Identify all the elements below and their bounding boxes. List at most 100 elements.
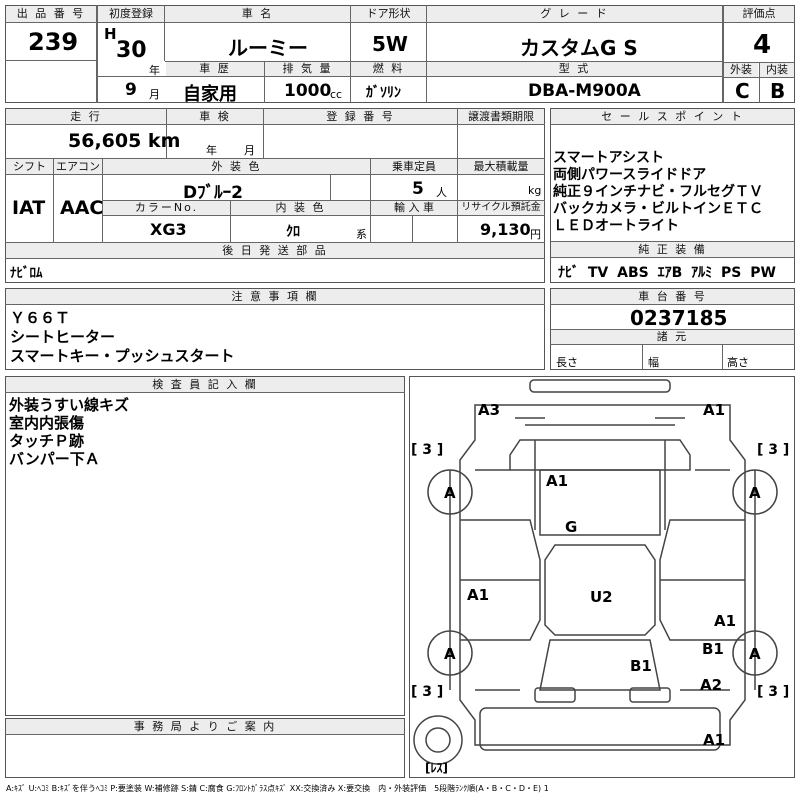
sales-point: 両側パワースライドドア bbox=[553, 167, 707, 183]
later-parts-label: 後 日 発 送 部 品 bbox=[6, 243, 544, 258]
sales-points-block bbox=[550, 108, 795, 283]
door-label: ドア形状 bbox=[351, 6, 426, 22]
shift: IAT bbox=[12, 197, 46, 219]
inspector-block bbox=[5, 376, 405, 716]
sales-points-list: スマートアシスト 両側パワースライドドア 純正９インチナビ・フルセグＴＶ バック… bbox=[553, 150, 763, 235]
height-label: 高さ bbox=[727, 356, 749, 369]
score-label: 評価点 bbox=[724, 6, 794, 22]
door-type: 5W bbox=[372, 32, 408, 56]
tire-front-left-mark: A bbox=[444, 484, 456, 502]
interior-label: 内装 bbox=[760, 63, 794, 77]
car-name-label: 車 名 bbox=[165, 6, 350, 22]
mark-a1-hood: A1 bbox=[546, 472, 568, 490]
sales-point: バックカメラ・ビルトインＥＴＣ bbox=[553, 201, 763, 217]
grade-label: グ レ ー ド bbox=[427, 6, 722, 22]
note-line: スマートキー・プッシュスタート bbox=[10, 347, 235, 365]
displacement-unit: cc bbox=[330, 88, 343, 101]
equip-item: ABS bbox=[617, 265, 649, 281]
tread-front-right: [ 3 ] bbox=[757, 442, 789, 458]
import-label: 輸 入 車 bbox=[371, 201, 457, 215]
recycle-amount: 9,130 bbox=[480, 220, 531, 239]
office-label: 事 務 局 よ り ご 案 内 bbox=[6, 719, 404, 734]
inspection-label: 車 検 bbox=[167, 109, 263, 124]
mark-b1-rear: B1 bbox=[630, 657, 652, 675]
width-label: 幅 bbox=[648, 356, 659, 369]
mark-b1-right-rear: B1 bbox=[702, 640, 724, 658]
fuel-label: 燃 料 bbox=[351, 62, 426, 76]
note-line: Ｙ６６Ｔ bbox=[10, 309, 71, 327]
load-label: 最大積載量 bbox=[458, 159, 544, 174]
mileage-label: 走 行 bbox=[6, 109, 166, 124]
spare-tire-label: [ﾚｽ] bbox=[425, 761, 448, 775]
interior-grade: B bbox=[770, 79, 786, 103]
tread-rear-left: [ 3 ] bbox=[411, 684, 443, 700]
car-diagram: [ 3 ] [ 3 ] [ 3 ] [ 3 ] A A A A A3 A1 A1… bbox=[411, 379, 789, 775]
reg-month: 9 bbox=[125, 80, 137, 100]
ac: AAC bbox=[60, 197, 104, 219]
mark-a1-front-right: A1 bbox=[703, 401, 725, 419]
inspector-list: 外装うすい線キズ 室内内張傷 タッチＰ跡 バンパー下Ａ bbox=[9, 396, 129, 468]
inspector-line: バンパー下Ａ bbox=[9, 450, 100, 468]
history: 自家用 bbox=[183, 84, 237, 105]
spec-label: 諸 元 bbox=[551, 330, 794, 344]
equip-item: PS bbox=[721, 265, 742, 281]
chassis-label: 車 台 番 号 bbox=[551, 289, 794, 304]
model-code: DBA-M900A bbox=[528, 81, 641, 101]
mark-u2-roof: U2 bbox=[590, 588, 613, 606]
tread-front-left: [ 3 ] bbox=[411, 442, 443, 458]
color-label: 外 装 色 bbox=[103, 159, 370, 174]
displacement: 1000 bbox=[284, 81, 332, 101]
sales-point: スマートアシスト bbox=[553, 150, 665, 166]
equip-list: ﾅﾋﾞ TV ABS ｴｱB ｱﾙﾐ PS PW bbox=[558, 262, 776, 282]
int-color-unit: 系 bbox=[356, 228, 367, 241]
inspector-line: 室内内張傷 bbox=[9, 414, 85, 432]
legend: A:ｷｽﾞ U:ﾍｺﾐ B:ｷｽﾞを伴うﾍｺﾐ P:要塗装 W:補修跡 S:錆 … bbox=[6, 784, 549, 793]
sales-point: ＬＥＤオートライト bbox=[553, 218, 679, 234]
exterior-grade: C bbox=[735, 79, 750, 103]
equip-item: PW bbox=[750, 265, 776, 281]
equip-item: ｴｱB bbox=[657, 265, 683, 281]
chassis-number: 0237185 bbox=[630, 306, 728, 330]
shift-label: シフト bbox=[6, 159, 53, 174]
mileage: 56,605 km bbox=[68, 130, 181, 152]
recycle-unit: 円 bbox=[530, 228, 541, 241]
inspector-line: 外装うすい線キズ bbox=[9, 396, 130, 414]
int-color: ｸﾛ bbox=[286, 224, 300, 240]
mark-a1-left-door: A1 bbox=[467, 586, 489, 604]
notes-list: Ｙ６６Ｔ シートヒーター スマートキー・プッシュスタート bbox=[10, 309, 235, 366]
exterior-color: Dﾌﾞﾙｰ2 bbox=[183, 183, 243, 203]
mark-a2-rear: A2 bbox=[700, 676, 722, 694]
int-color-label: 内 装 色 bbox=[231, 201, 370, 215]
car-name: ルーミー bbox=[228, 36, 308, 60]
fuel: ｶﾞｿﾘﾝ bbox=[366, 85, 401, 101]
reg-month-unit: 月 bbox=[149, 88, 160, 101]
inspection-year-unit: 年 bbox=[206, 144, 217, 157]
lot-no-label: 出 品 番 号 bbox=[6, 6, 96, 22]
damage-diagram-block bbox=[409, 376, 795, 778]
color-no: XG3 bbox=[150, 220, 187, 239]
note-line: シートヒーター bbox=[10, 328, 116, 346]
ac-label: エアコン bbox=[54, 159, 102, 174]
exterior-label: 外装 bbox=[724, 63, 758, 77]
score: 4 bbox=[753, 30, 772, 60]
later-parts: ﾅﾋﾞﾛﾑ bbox=[10, 266, 43, 281]
vehicle-details-block bbox=[5, 108, 545, 283]
sales-points-label: セ ー ル ス ポ イ ン ト bbox=[551, 109, 794, 124]
notes-block bbox=[5, 288, 545, 370]
recycle-label: リサイクル預託金 bbox=[458, 201, 544, 215]
notes-label: 注 意 事 項 欄 bbox=[6, 289, 544, 304]
seats-label: 乗車定員 bbox=[371, 159, 457, 174]
office-block bbox=[5, 718, 405, 778]
tread-rear-right: [ 3 ] bbox=[757, 684, 789, 700]
color-no-label: カラーNo. bbox=[103, 201, 230, 215]
mark-a3: A3 bbox=[478, 401, 500, 419]
tire-front-right-mark: A bbox=[749, 484, 761, 502]
tire-rear-left-mark: A bbox=[444, 645, 456, 663]
mark-a1-right-door: A1 bbox=[714, 612, 736, 630]
displacement-label: 排 気 量 bbox=[265, 62, 350, 76]
model-label: 型 式 bbox=[427, 62, 722, 76]
inspector-line: タッチＰ跡 bbox=[9, 432, 85, 450]
load-unit: kg bbox=[528, 184, 542, 197]
equip-item: TV bbox=[587, 265, 609, 281]
seats-unit: 人 bbox=[436, 186, 447, 199]
